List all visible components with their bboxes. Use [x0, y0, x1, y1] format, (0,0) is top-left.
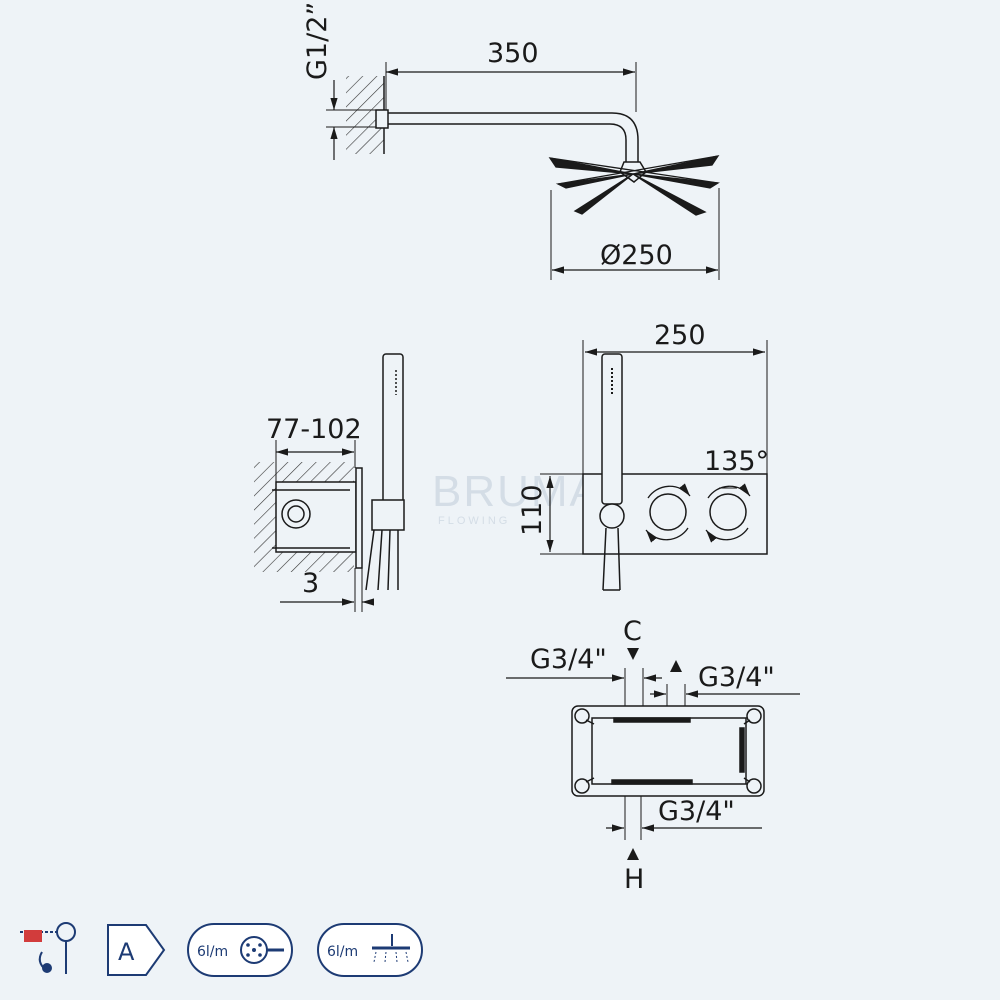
hot-inlet-arrow — [670, 660, 682, 672]
energy-class-icon — [107, 924, 166, 976]
bottom-view — [506, 668, 800, 840]
side-view — [254, 353, 405, 612]
outlet-label: G3/4" — [658, 796, 735, 827]
inlet-slot-top — [613, 717, 691, 723]
head-diameter-label: Ø250 — [600, 240, 673, 271]
shower-head — [548, 155, 720, 216]
left-inlet-label: G3/4" — [530, 644, 607, 675]
plate-width-label: 250 — [654, 320, 706, 351]
valve-port — [281, 499, 311, 529]
inlet-slot-bottom — [611, 779, 693, 785]
outlet-arrow — [627, 848, 639, 860]
plate-offset-label: 3 — [302, 568, 319, 599]
rotation-angle-label: 135° — [704, 446, 769, 477]
right-inlet-label: G3/4" — [698, 662, 775, 693]
hose-front — [602, 527, 621, 591]
hand-shower-flow-label: 6l/m — [197, 944, 228, 960]
wall-flange — [375, 109, 389, 129]
plate-height-label: 110 — [517, 484, 548, 536]
hand-shower-flow-icon — [187, 923, 293, 977]
cold-inlet-arrow — [627, 648, 639, 660]
shower-holder-front — [599, 503, 625, 529]
head-shower-flow-icon — [317, 923, 423, 977]
wall-plate — [355, 467, 363, 569]
watermark-brand: BRUMA — [432, 467, 601, 516]
box-outline — [571, 705, 765, 797]
watermark-tagline: FLOWING — [438, 515, 510, 527]
front-view — [540, 340, 768, 591]
mixer-icon — [20, 922, 76, 974]
knob-left — [645, 483, 691, 543]
shower-arm — [388, 112, 639, 162]
shower-arm-view — [326, 62, 720, 280]
knob-right — [705, 483, 751, 543]
depth-range-label: 77-102 — [266, 414, 362, 445]
thread-size-label: G1/2” — [302, 2, 333, 80]
hose-side — [365, 529, 399, 591]
energy-class-label: A — [118, 938, 135, 966]
shower-holder — [371, 499, 405, 531]
cold-label: C — [623, 616, 642, 647]
hot-label: H — [624, 864, 644, 895]
head-shower-flow-label: 6l/m — [327, 944, 358, 960]
arm-length-label: 350 — [487, 38, 539, 69]
hand-shower-side — [382, 353, 404, 505]
